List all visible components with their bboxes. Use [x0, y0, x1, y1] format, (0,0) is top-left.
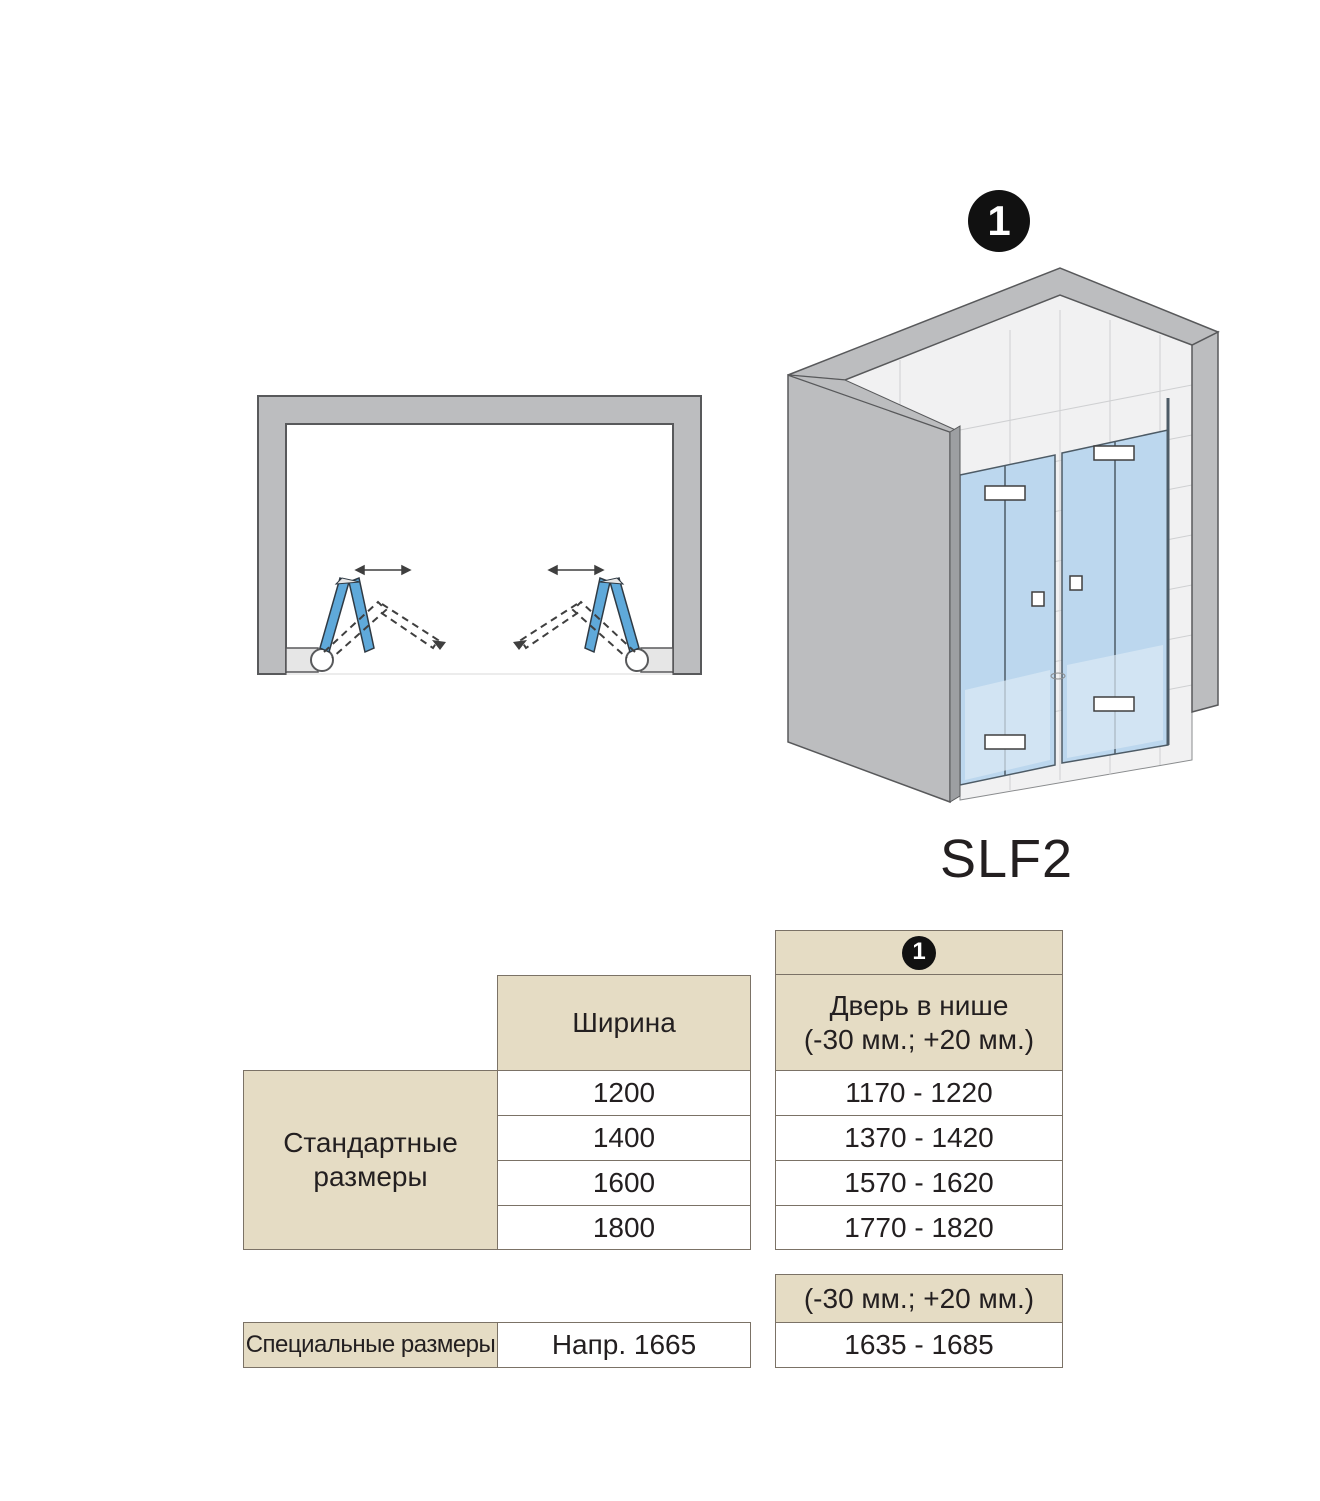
- width-cell: 1400: [592, 1122, 656, 1154]
- table-number-badge: 1: [902, 935, 936, 970]
- right-door-open: [519, 600, 636, 659]
- left-swing-arrow: [354, 564, 412, 576]
- right-swing-arrow: [547, 564, 605, 576]
- niche-header-line1: Дверь в нише: [829, 989, 1009, 1021]
- width-cell: 1200: [592, 1077, 656, 1109]
- left-hinge: [285, 647, 334, 673]
- table-row: 1570 - 1620: [775, 1160, 1063, 1206]
- table-badge-header: 1: [775, 930, 1063, 975]
- plan-view-diagram: [257, 395, 702, 675]
- niche-cell: 1770 - 1820: [844, 1211, 994, 1243]
- niche-header-line2: (-30 мм.; +20 мм.): [803, 1023, 1035, 1055]
- diagram-number-badge: 1: [968, 190, 1030, 252]
- isometric-shower-view: [787, 267, 1220, 804]
- special-niche-cell: 1635 - 1685: [775, 1322, 1063, 1368]
- table-row: 1170 - 1220: [775, 1070, 1063, 1116]
- right-door-closed: [584, 576, 640, 654]
- left-wall-edge: [949, 425, 961, 803]
- right-hinge: [625, 647, 674, 673]
- left-door-closed: [319, 576, 375, 654]
- special-tolerance-header: (-30 мм.; +20 мм.): [775, 1274, 1063, 1323]
- left-door-open: [323, 600, 440, 659]
- special-width-cell: Напр. 1665: [497, 1322, 751, 1368]
- niche-cell: 1570 - 1620: [844, 1167, 994, 1199]
- width-header: Ширина: [497, 975, 751, 1071]
- special-sizes-label: Специальные размеры: [243, 1322, 498, 1368]
- table-row: 1770 - 1820: [775, 1205, 1063, 1250]
- standard-label-line1: Стандартные: [283, 1127, 458, 1159]
- glass-doors: [959, 398, 1170, 786]
- left-wall-front: [787, 373, 951, 804]
- width-cell: 1800: [592, 1211, 656, 1243]
- niche-wall: [257, 395, 702, 675]
- width-cell: 1600: [592, 1167, 656, 1199]
- table-row: 1800: [497, 1205, 751, 1250]
- table-row: 1400: [497, 1115, 751, 1161]
- model-name: SLF2: [940, 829, 1074, 889]
- niche-header: Дверь в нише (-30 мм.; +20 мм.): [775, 974, 1063, 1071]
- niche-cell: 1170 - 1220: [845, 1077, 993, 1109]
- niche-cell: 1370 - 1420: [844, 1122, 994, 1154]
- table-row: 1370 - 1420: [775, 1115, 1063, 1161]
- standard-label-line2: размеры: [313, 1161, 428, 1192]
- table-row: 1600: [497, 1160, 751, 1206]
- table-row: 1200: [497, 1070, 751, 1116]
- right-wall: [1191, 330, 1219, 713]
- standard-sizes-label: Стандартные размеры: [243, 1070, 498, 1250]
